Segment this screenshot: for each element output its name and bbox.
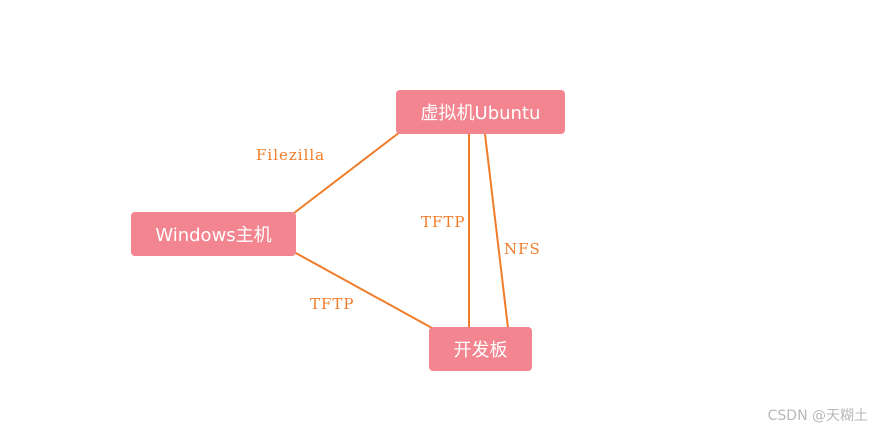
node-windows-label: Windows主机 xyxy=(155,225,272,246)
edge-windows-ubuntu xyxy=(293,131,401,214)
edge-label-nfs: NFS xyxy=(504,240,541,258)
edge-windows-board xyxy=(293,251,433,329)
edge-ubuntu-board-nfs xyxy=(484,133,509,329)
node-board-label: 开发板 xyxy=(453,340,508,361)
watermark: CSDN @天糊土 xyxy=(767,408,868,424)
node-board: 开发板 xyxy=(429,327,532,371)
edge-label-tftp-ubuntu-board: TFTP xyxy=(421,213,466,231)
node-ubuntu: 虚拟机Ubuntu xyxy=(396,90,565,134)
edge-label-tftp-windows-board: TFTP xyxy=(310,295,355,313)
node-windows: Windows主机 xyxy=(131,212,296,256)
edge-label-filezilla: Filezilla xyxy=(256,146,326,164)
node-ubuntu-label: 虚拟机Ubuntu xyxy=(420,103,541,124)
